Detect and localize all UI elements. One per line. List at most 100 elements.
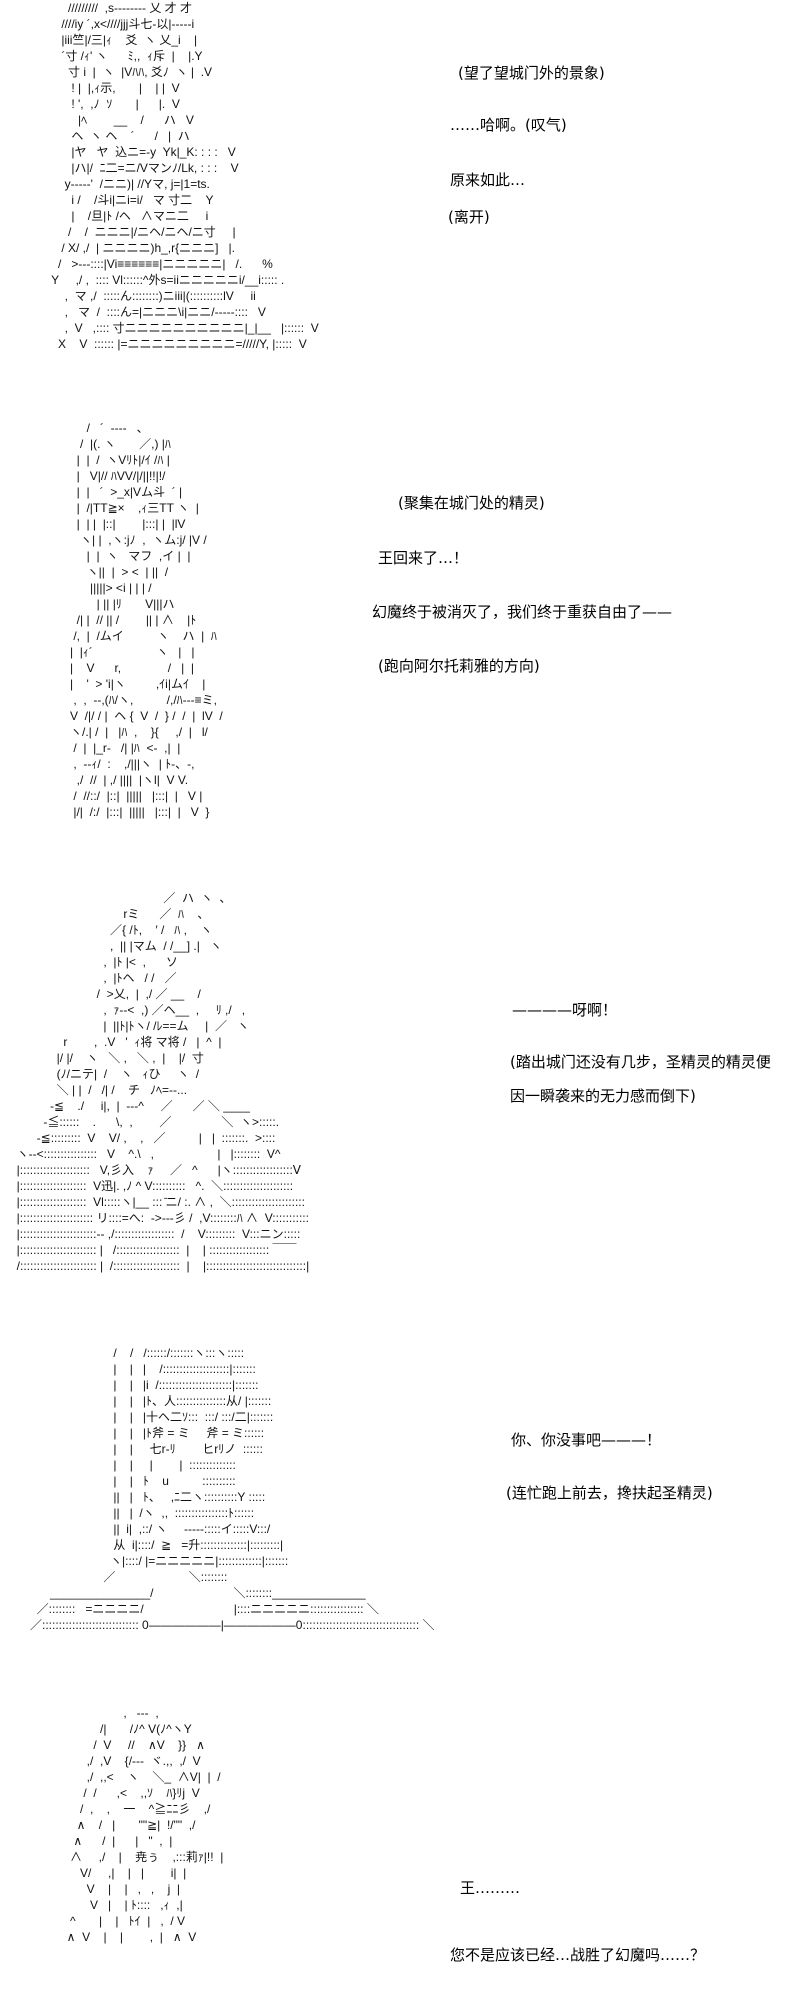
ascii-art-line: ! | |,ｨ示, | | | V bbox=[48, 81, 180, 95]
ascii-art-line: ヽ|| | > < | || / bbox=[60, 565, 169, 579]
ascii-art-line: / //::/ |::| ||||| |:::| | V | bbox=[60, 789, 203, 803]
ascii-art-line: | || |ﾘ V|||ハ bbox=[60, 597, 175, 611]
ascii-art-line: ＼ | | / /| / チ ﾉﾍ=--... bbox=[10, 1083, 188, 1097]
ascii-art-line: | | ´ >_x|Vム斗 ´ | bbox=[60, 485, 183, 499]
ascii-art-line: |:::::::::::::::::::: Vl:::::ヽ|__ ::: ̄ニ… bbox=[10, 1195, 305, 1209]
ascii-art-line: | | |十ヘ二ｿ::: :::/ :::/二|::::::: bbox=[30, 1410, 274, 1424]
ascii-art-line: , V ,:::: 寸ニニニニニニニニニニ|_|__ |:::::: V bbox=[48, 321, 319, 335]
ascii-art-panel-2: / ´ ---- 、 / |(. ヽ ／,) |ﾊ | | / ヽVﾘﾄ|/ｲ … bbox=[60, 420, 223, 820]
dialogue-scream: ————呀啊！ bbox=[512, 1001, 618, 1019]
ascii-art-line: ヽ|::::/ |=ニニニニニ|:::::::::::::|::::::: bbox=[30, 1554, 289, 1568]
ascii-art-line: | | | |::| |:::| | |lV bbox=[60, 517, 186, 531]
ascii-art-line: ヽ/.| / | |ﾊ , }{ ,/ | l/ bbox=[60, 725, 208, 739]
ascii-art-line: |iii竺|/三|ｨ 爻 ヽ 乂_i | bbox=[48, 33, 198, 47]
ascii-art-line: | ||ﾄ|ﾄヽ/ /ﾚ==ム | ／ ヽ bbox=[10, 1019, 249, 1033]
ascii-art-line: | /旦|ﾄ /ヘ ∧マニ二 i bbox=[48, 209, 209, 223]
ascii-art-line: | | |i /::::::::::::::::::::::|::::::: bbox=[30, 1378, 259, 1392]
ascii-art-line: |||||> <i | | | / bbox=[60, 581, 152, 595]
narration-look-outside: (望了望城门外的景象) bbox=[458, 64, 605, 82]
ascii-art-line: , マ / ::::ん=|ニニニ\i|ニニ/-----:::: V bbox=[48, 305, 266, 319]
ascii-art-line: , --- , bbox=[60, 1706, 159, 1720]
ascii-art-line: ヽ| | ,ヽ:jﾉ , ヽム:j/ |V / bbox=[60, 533, 207, 547]
ascii-art-line: r , .V ' ｨ将 マ将 / | ^ | bbox=[10, 1035, 222, 1049]
narration-collapse-1: (踏出城门还没有几步，圣精灵的精灵便 bbox=[510, 1053, 771, 1071]
ascii-art-line: , ｧ--< ,) ／ヘ__ , ﾘ ,/ , bbox=[10, 1003, 246, 1017]
ascii-art-line: /::::::::::::::::::::::: | /::::::::::::… bbox=[10, 1259, 310, 1273]
ascii-art-line: | V|// ﾊVV/|/||!!|!/ bbox=[60, 469, 166, 483]
narration-run-to-artoria: (跑向阿尔托莉雅的方向) bbox=[378, 657, 540, 675]
ascii-art-line: || | ﾄ、 ,ﾆ二ヽ::::::::::Y ::::: bbox=[30, 1490, 266, 1504]
ascii-art-line: V | | ﾄ:::: ,ｨ ,| bbox=[60, 1898, 183, 1912]
ascii-art-line: V/ ,| | | i| | bbox=[60, 1866, 187, 1880]
ascii-art-line: ヘ ヽ ヘ ´ / | ハ bbox=[48, 129, 190, 143]
ascii-art-line: / | |_r- /| |ﾊ <- ,| | bbox=[60, 741, 181, 755]
ascii-art-line: ／:::::::: =ニニニニ/ |::::ニニニニニ:::::::::::::… bbox=[30, 1602, 379, 1616]
ascii-art-line: , |ﾄ |< , ソ bbox=[10, 955, 178, 969]
ascii-art-line: , |ﾄヘ / / ／ bbox=[10, 971, 177, 985]
ascii-art-line: | | 七r-ﾘ ヒrﾘノ :::::: bbox=[30, 1442, 263, 1456]
ascii-art-line: 寸 i | ヽ |Vﾊﾊ, 爻ﾉ ヽ | .V bbox=[48, 65, 213, 79]
ascii-art-line: / V // ∧V }} ∧ bbox=[60, 1738, 205, 1752]
ascii-art-line: , , --,(ﾊ/ヽ, /,/ﾊ---≡ミ, bbox=[60, 693, 217, 707]
ascii-art-line: | ' > 'i|ヽ ,ｲi|ムｲ | bbox=[60, 677, 206, 691]
narration-leave: (离开) bbox=[448, 208, 490, 226]
ascii-art-line: |ﾍ __ / ハ V bbox=[48, 113, 194, 127]
ascii-art-panel-4: / / /::::::/:::::::ヽ:::ヽ::::: | | | /:::… bbox=[30, 1345, 435, 1633]
ascii-art-line: |/| /:/ |:::| ||||| |:::| | V } bbox=[60, 805, 210, 819]
ascii-art-line: ^ | | ﾄｲ | , / V bbox=[60, 1914, 186, 1928]
ascii-art-line: |ハ|/ ﾆ二=ニ/Vマンﾉ/Lk, : : : V bbox=[48, 161, 239, 175]
ascii-art-line: ／ ＼:::::::: bbox=[30, 1570, 228, 1584]
ascii-art-line: V | | , , j | bbox=[60, 1882, 181, 1896]
ascii-art-line: ///////// ,s-------- 乂 才 才 bbox=[48, 1, 192, 15]
ascii-art-line: | | | /::::::::::::::::::::|::::::: bbox=[30, 1362, 256, 1376]
ascii-art-line: ∧ ,/ | 尭ぅ ,:::莉ｧ|!! | bbox=[60, 1850, 224, 1864]
ascii-art-line: / ´ ---- 、 bbox=[60, 421, 149, 435]
ascii-art-line: ! ', ,ﾉ ｿ | |. V bbox=[48, 97, 180, 111]
ascii-art-line: |/ |/ ヽ ＼ , ＼ , | |/ 寸 bbox=[10, 1051, 204, 1065]
ascii-art-line: ／ ハ ヽ 、 bbox=[10, 891, 232, 905]
ascii-art-line: / / /::::::/:::::::ヽ:::ヽ::::: bbox=[30, 1346, 245, 1360]
ascii-art-panel-5: , --- , /| /ﾉ^ V(ﾉ^ヽY / V // ∧V }} ∧ ,/ … bbox=[60, 1705, 224, 1945]
ascii-art-line: ヽ--<:::::::::::::::: V ^.\ , | |::::::::… bbox=[10, 1147, 281, 1161]
ascii-art-panel-3: ／ ハ ヽ 、 rミ ／ ﾊ 、 ／{ /ﾄ, ′ / ﾊ , ヽ , || |… bbox=[10, 890, 310, 1274]
ascii-art-line: ,/ ,V {/--- ヾ.,, ,/ V bbox=[60, 1754, 201, 1768]
ascii-art-line: ,/ // | ,/ |||| |ヽl| V V. bbox=[60, 773, 189, 787]
ascii-art-line: /, | /ムイ ヽ ハ | ﾊ bbox=[60, 629, 217, 643]
ascii-art-line: / / ニニニ|/ニヘ/ニヘ/ニ寸 | bbox=[48, 225, 236, 239]
ascii-art-line: / , , 一 ^≧ﾆﾆ彡 ,/ bbox=[60, 1802, 211, 1816]
ascii-art-line: / / ,< ,,ｿ ﾊ}ﾘj V bbox=[60, 1786, 200, 1800]
ascii-art-line: ∧ / | | " , | bbox=[60, 1834, 173, 1848]
ascii-art-line: | | ﾄ u :::::::::: bbox=[30, 1474, 236, 1488]
ascii-art-line: V /|/ / | ヘ { V / } / / | lV / bbox=[60, 709, 223, 723]
ascii-art-line: / >---::::|Vi≡≡≡≡≡≡|ニニニニニ| /. % bbox=[48, 257, 273, 271]
ascii-art-line: / |(. ヽ ／,) |ﾊ bbox=[60, 437, 171, 451]
ascii-art-line: | |ｨ´ ヽ | | bbox=[60, 645, 195, 659]
ascii-art-line: / >乂, | ,/ ／ __ / bbox=[10, 987, 201, 1001]
dialogue-i-see: 原来如此… bbox=[450, 171, 526, 189]
narration-help-up: (连忙跑上前去，搀扶起圣精灵) bbox=[506, 1484, 713, 1502]
ascii-art-line: /| | // || / || | ∧ |ﾄ bbox=[60, 613, 197, 627]
narration-collapse-2: 因一瞬袭来的无力感而倒下) bbox=[510, 1087, 696, 1105]
ascii-art-line: ∧ / | ""≧| !/"" ,/ bbox=[60, 1818, 196, 1832]
ascii-art-line: -≦::::::::: V V/ , , ／ | | :::::::. >:::… bbox=[10, 1131, 276, 1145]
ascii-art-line: ´寸 /ｨ' ヽ ﾐ,, ｨ斥 | |.Y bbox=[48, 49, 203, 63]
ascii-art-line: | | |ﾄ、人:::::::::::::::从/ |::::::: bbox=[30, 1394, 272, 1408]
ascii-art-line: rミ ／ ﾊ 、 bbox=[10, 907, 210, 921]
ascii-art-line: ／::::::::::::::::::::::::::::: 0——————|—… bbox=[30, 1618, 435, 1632]
ascii-art-line: /| /ﾉ^ V(ﾉ^ヽY bbox=[60, 1722, 192, 1736]
ascii-art-line: _______________/ ＼::::::::______________ bbox=[30, 1586, 366, 1600]
ascii-art-line: ∧ V | | , | ∧ V bbox=[60, 1930, 197, 1944]
dialogue-defeated-phantom: 您不是应该已经…战胜了幻魔吗……？ bbox=[450, 1946, 706, 1964]
ascii-art-line: | | / ヽVﾘﾄ|/ｲ /ﾊ | bbox=[60, 453, 170, 467]
ascii-art-line: (ﾉ/ニテ| / ヽ ｨひ ヽ / bbox=[10, 1067, 200, 1081]
ascii-art-line: -≦ ./ i|, | ---^ ／ ／ ＼ ____ bbox=[10, 1099, 250, 1113]
ascii-art-line: |::::::::::::::::::::::: | /::::::::::::… bbox=[10, 1243, 297, 1257]
ascii-art-line: , マ ,/ :::::ん::::::::)ニiii|(::::::::::lV… bbox=[48, 289, 256, 303]
ascii-art-line: | | | | :::::::::::::: bbox=[30, 1458, 236, 1472]
ascii-art-line: 从 i|::::/ ≧ =升::::::::::::::|:::::::::| bbox=[30, 1538, 284, 1552]
ascii-art-panel-1: ///////// ,s-------- 乂 才 才 ////iy ´,x<//… bbox=[48, 0, 319, 352]
ascii-art-line: X V :::::: |=ニニニニニニニニニ=/////Y, |::::: V bbox=[48, 337, 307, 351]
ascii-art-line: |::::::::::::::::::::: V,彡入 ｧ ／ ^ |ヽ::::… bbox=[10, 1163, 302, 1177]
ascii-art-line: |:::::::::::::::::::::::-- ,/:::::::::::… bbox=[10, 1227, 301, 1241]
dialogue-sigh: ……哈啊。(叹气) bbox=[450, 116, 567, 134]
